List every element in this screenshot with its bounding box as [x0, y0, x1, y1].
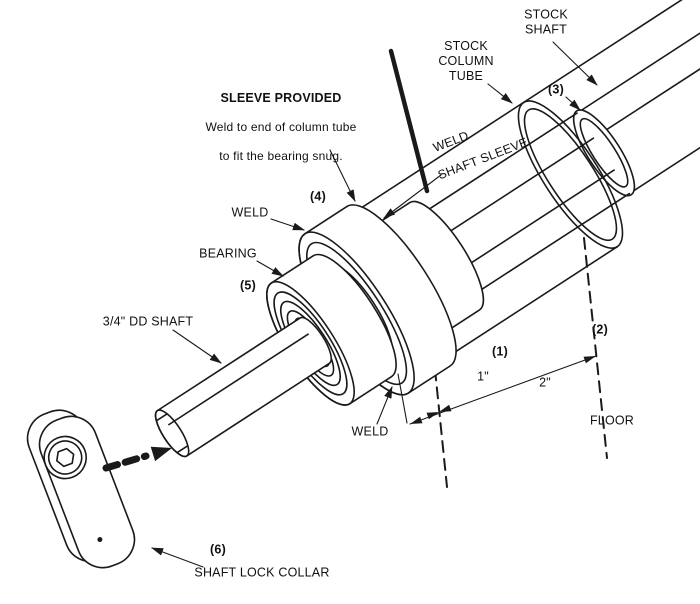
- label-floor: FLOOR: [589, 413, 635, 428]
- leader-stock-shaft: [552, 41, 598, 86]
- dd-shaft-tip-face: [154, 409, 190, 458]
- callout-2: (2): [592, 322, 608, 337]
- tube-bottom-edge: [444, 245, 619, 360]
- sleeve-note-title: SLEEVE PROVIDED: [220, 90, 342, 105]
- label-stock-column-tube: STOCK COLUMN TUBE: [438, 38, 494, 83]
- insertion-arrow: [102, 446, 172, 472]
- label-bearing: BEARING: [199, 246, 257, 261]
- dimension-lines: [397, 355, 597, 425]
- leader-weld-lower: [376, 386, 393, 425]
- label-weld-left: WELD: [231, 205, 269, 220]
- leader-dd-shaft: [172, 329, 222, 364]
- sleeve-note: SLEEVE PROVIDED Weld to end of column tu…: [205, 76, 356, 178]
- leader-lock-collar: [151, 547, 204, 568]
- label-weld-lower: WELD: [351, 424, 389, 439]
- label-stock-shaft: STOCK SHAFT: [524, 7, 568, 36]
- leader-bearing: [256, 260, 284, 277]
- collar-hex-socket: [55, 447, 75, 468]
- tube-face-inner: [523, 108, 618, 242]
- stock-shaft-extension: [572, 19, 700, 197]
- collar-screw-head: [43, 435, 87, 480]
- leader-sleeve-note: [329, 149, 356, 202]
- leader-lines: [151, 41, 598, 568]
- shaft-lock-collar-part: [26, 409, 136, 569]
- callout-4: (4): [310, 189, 326, 204]
- collar-center-mark: [97, 537, 103, 543]
- stock-shaft-end-cap: [572, 109, 636, 197]
- floor-dashed-line-far: [583, 237, 608, 459]
- callout-3: (3): [548, 82, 564, 97]
- dim-extension-line: [397, 373, 408, 424]
- leader-shaft-sleeve: [383, 174, 442, 219]
- callout-5: (5): [240, 278, 256, 293]
- collar-screw-socket-rim: [47, 440, 83, 475]
- dd-shaft-part: [154, 316, 333, 458]
- dim-1-inch: 1": [477, 369, 489, 384]
- callout-1: (1): [492, 344, 508, 359]
- tube-face-outer: [517, 100, 624, 249]
- dim-line: [409, 355, 597, 425]
- label-dd-shaft: 3/4" DD SHAFT: [102, 314, 194, 329]
- label-shaft-lock-collar: SHAFT LOCK COLLAR: [194, 565, 330, 580]
- sleeve-note-line2: to fit the bearing snug.: [219, 149, 343, 164]
- callout-6: (6): [210, 542, 226, 557]
- leader-weld-left: [270, 218, 305, 231]
- sleeve-note-line1: Weld to end of column tube: [205, 120, 357, 135]
- dim-2-inch: 2": [539, 375, 551, 390]
- tube-break-line: [388, 48, 430, 194]
- leader-callout-3: [565, 96, 581, 111]
- leader-stock-column-tube: [487, 83, 513, 104]
- main-assembly: [154, 0, 700, 458]
